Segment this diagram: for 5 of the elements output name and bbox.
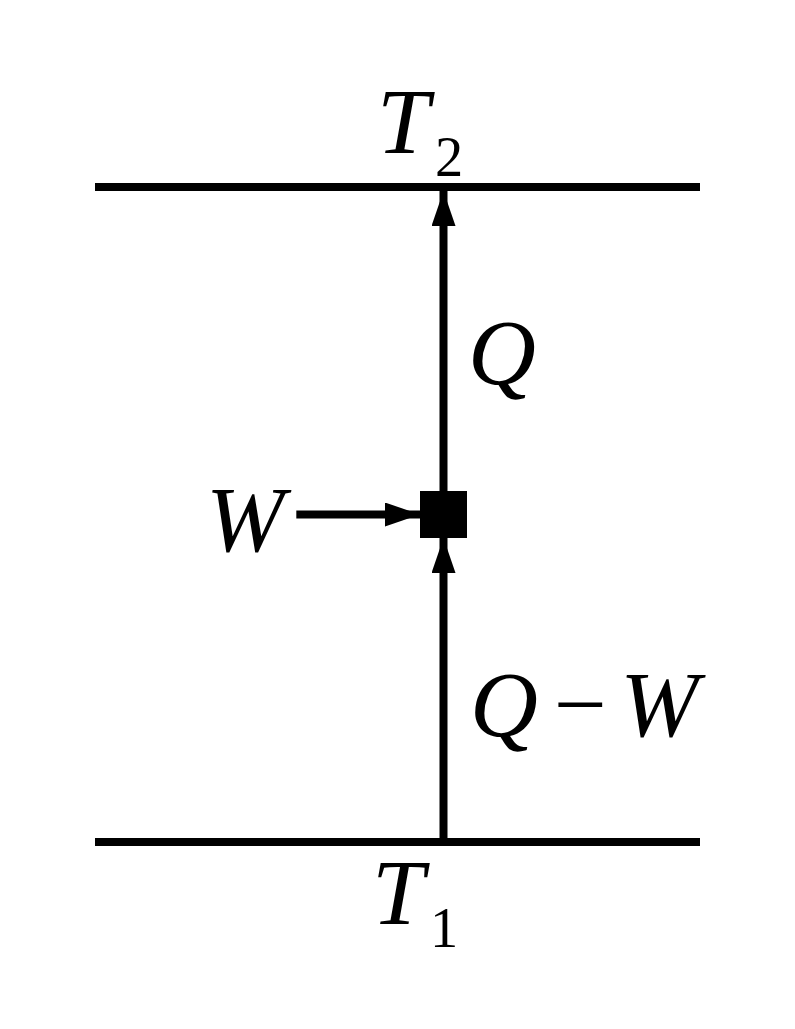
temperature-label: T$_{1}$ [372,845,460,951]
temperature-label: T$_{2}$ [377,74,465,180]
arrow [431,538,456,838]
work-label: W [206,472,297,578]
device-block [420,491,467,538]
